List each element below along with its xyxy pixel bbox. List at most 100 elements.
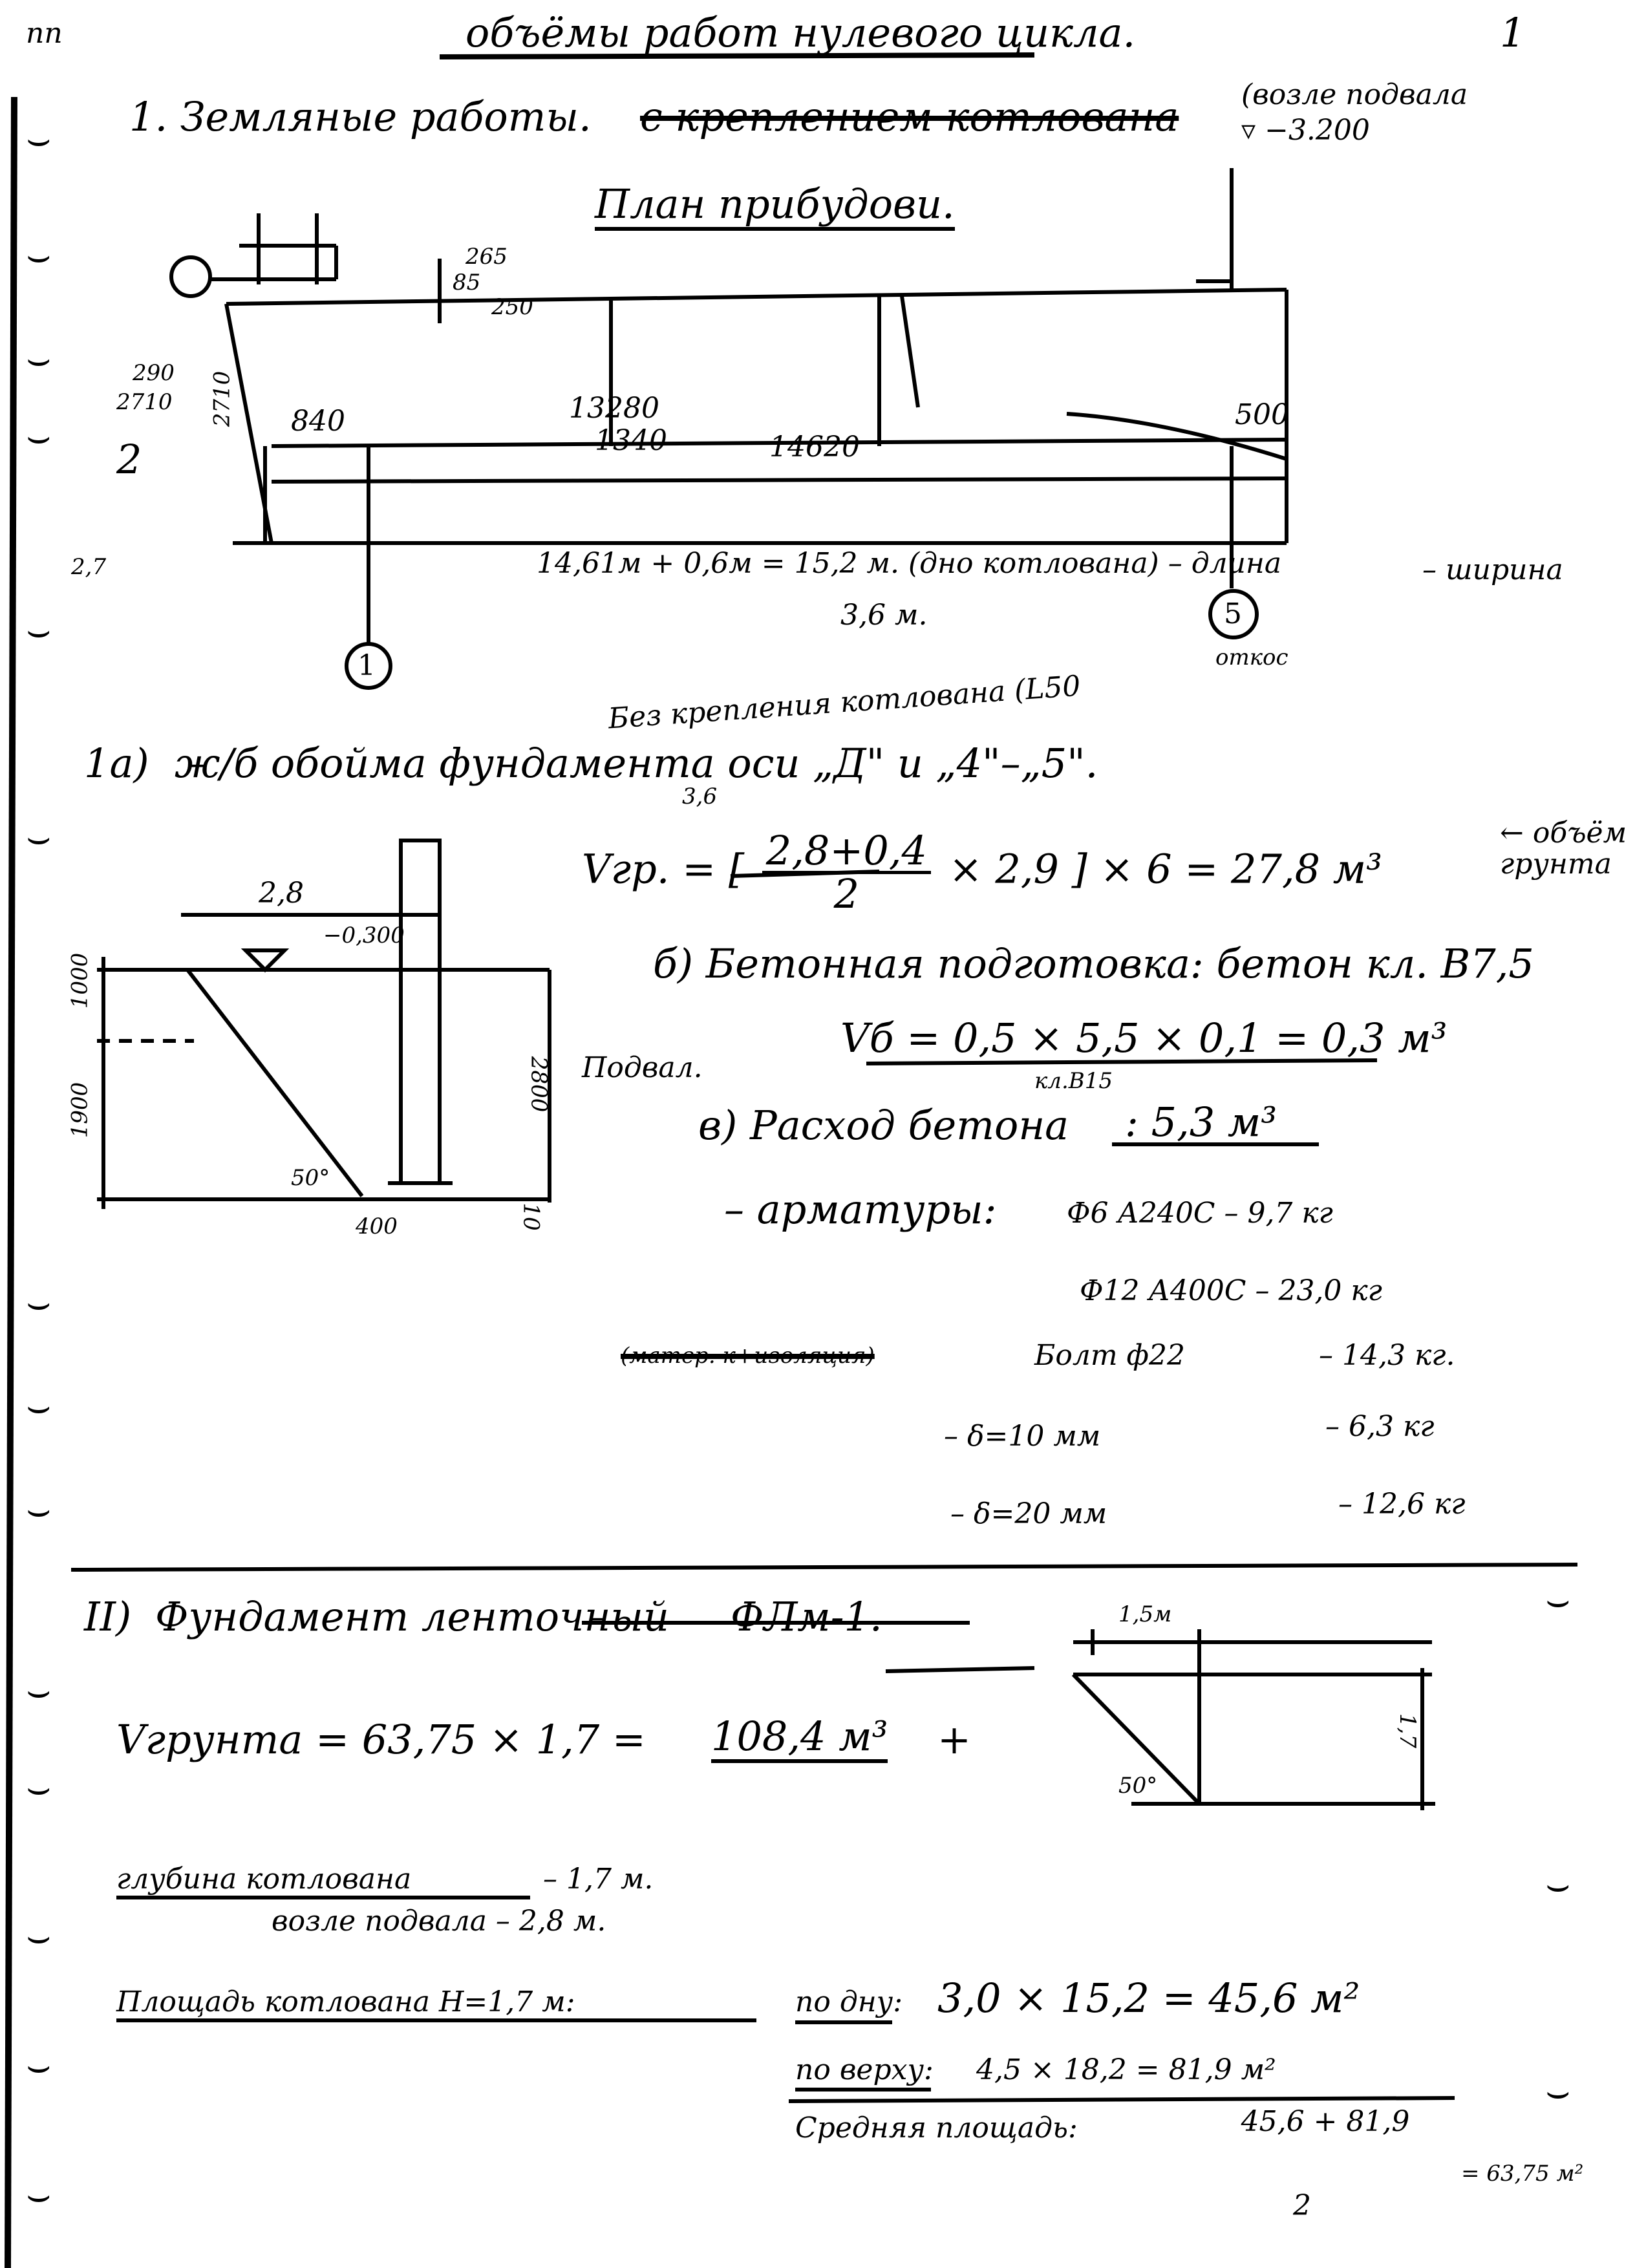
soil-volume-lhs: Vгрунта = 63,75 × 1,7 = <box>116 1716 646 1763</box>
depth-label: глубина котлована <box>116 1863 412 1896</box>
depth-value: – 1,7 м. <box>543 1863 654 1896</box>
concrete-volume: : 5,3 м³ <box>1125 1098 1277 1146</box>
dim-label: −0,300 <box>323 923 405 948</box>
bottom-calc: 3,0 × 15,2 = 45,6 м² <box>937 1974 1360 2022</box>
basement-label: Подвал. <box>582 1051 703 1084</box>
page-title: объёмы работ нулевого цикла. <box>465 9 1136 56</box>
avg-denominator: 2 <box>1293 2189 1311 2222</box>
top-label: по верху: <box>795 2053 934 2086</box>
dim-label: 2,7 <box>71 554 107 580</box>
elevation: ▿ −3.200 <box>1241 114 1370 147</box>
plate-20: – δ=20 мм <box>950 1497 1107 1530</box>
formula-lhs: Vгр. = <box>582 845 716 893</box>
avg-result: = 63,75 м² <box>1461 2161 1584 2187</box>
margin-mark: ⌣ <box>26 1384 52 1429</box>
margin-mark: ⌣ <box>26 1668 52 1713</box>
margin-mark: ⌣ <box>26 233 52 278</box>
margin-mark: ⌣ <box>26 608 52 653</box>
dim-label: 2,8 <box>259 877 304 910</box>
width-label: – ширина <box>1422 553 1563 586</box>
plate-10: – δ=10 мм <box>944 1420 1101 1453</box>
dim-label: 290 <box>133 360 175 386</box>
margin-mark: ⌣ <box>26 1765 52 1810</box>
soil-volume-result: 108,4 м³ <box>711 1717 888 1763</box>
plan-title: План прибудови. <box>595 184 955 231</box>
struck-text: с креплением котлована <box>640 93 1179 140</box>
foundation-diagram <box>1071 1629 1435 1810</box>
dim-label: 13280 <box>569 392 659 425</box>
area-label: Площадь котлована H=1,7 м: <box>116 1985 575 2018</box>
diagram-angle: 50° <box>1118 1773 1158 1799</box>
section1-heading: 1. Земляные работы. <box>129 93 592 140</box>
section1c-heading: в) Расход бетона <box>698 1102 1069 1149</box>
dim-label: 14620 <box>769 431 860 464</box>
concrete-class: кл.В15 <box>1034 1068 1113 1094</box>
dim-label: 840 <box>291 405 345 438</box>
diagram-height: 1,7 <box>1395 1713 1421 1749</box>
angle-label: 50° <box>291 1165 330 1191</box>
rebar-1: Ф6 А240С – 9,7 кг <box>1067 1197 1333 1230</box>
bottom-label: по дну: <box>795 1985 903 2018</box>
margin-mark: ⌣ <box>26 2043 52 2088</box>
rebar-2: Ф12 А400С – 23,0 кг <box>1080 1274 1382 1307</box>
bolt-label: Болт ф22 <box>1034 1339 1185 1372</box>
dim-label: 265 <box>465 244 508 270</box>
foundation-code: ФЛм-1. <box>731 1593 882 1640</box>
dim-label: 2710 <box>209 370 235 427</box>
formula-rest: × 2,9 ] × 6 = <box>948 845 1219 893</box>
dim-label: 2710 <box>116 389 173 415</box>
plan-diagram <box>169 168 1288 690</box>
bolt-mass: – 14,3 кг. <box>1319 1339 1455 1372</box>
section2-heading: Фундамент ленточный <box>155 1593 669 1640</box>
dim-label: 1000 <box>67 952 93 1009</box>
slope-note: откос <box>1215 645 1288 670</box>
dim-label: 2800 <box>526 1056 552 1113</box>
depth-basement: возле подвала – 2,8 м. <box>272 1905 606 1938</box>
margin-line <box>5 96 17 2268</box>
corner-note: пп <box>26 17 63 50</box>
margin-mark: ⌣ <box>1545 1578 1571 1623</box>
top-calc: 4,5 × 18,2 = 81,9 м² <box>976 2053 1276 2086</box>
axis-label-5: 5 <box>1224 597 1242 630</box>
dim-label: 85 <box>453 270 481 295</box>
margin-mark: ⌣ <box>26 2172 52 2218</box>
soil-volume-plus: + <box>937 1716 971 1763</box>
avg-numerator: 45,6 + 81,9 <box>1241 2105 1410 2138</box>
section1a-heading: ж/б обойма фундамента оси „Д" и „4"–„5". <box>175 740 1098 787</box>
margin-mark: ⌣ <box>26 116 52 162</box>
length-calc: 14,61м + 0,6м = 15,2 м. (дно котлована) … <box>537 547 1282 580</box>
margin-mark: ⌣ <box>26 1280 52 1325</box>
concrete-prep-formula: Vб = 0,5 × 5,5 × 0,1 = 0,3 м³ <box>840 1014 1448 1062</box>
struck-note: (матер. к+изоляция) <box>621 1343 875 1369</box>
title-underline <box>439 52 1035 59</box>
plate-20-mass: – 12,6 кг <box>1338 1488 1466 1521</box>
margin-mark: ⌣ <box>26 1487 52 1532</box>
dim-label: 1900 <box>67 1082 93 1139</box>
dim-label: 250 <box>491 294 533 320</box>
section1a-number: 1а) <box>84 740 149 787</box>
margin-mark: ⌣ <box>1545 2069 1571 2114</box>
dim-label: 2 <box>116 436 142 483</box>
avg-label: Средняя площадь: <box>795 2112 1078 2145</box>
axis-label-1: 1 <box>358 649 376 682</box>
rebar-label: – арматуры: <box>724 1186 997 1233</box>
diagram-width: 1,5м <box>1118 1601 1172 1627</box>
formula-note: 3,6 <box>682 784 718 809</box>
margin-mark: ⌣ <box>1545 1862 1571 1907</box>
section1b-heading: б) Бетонная подготовка: бетон кл. В7,5 <box>653 940 1534 987</box>
formula-note: ← объём грунта <box>1500 817 1627 881</box>
dim-label: 500 <box>1235 398 1289 431</box>
formula-result: 27,8 м³ <box>1231 845 1383 893</box>
section2-number: II) <box>84 1593 132 1640</box>
dim-label: 10 <box>518 1203 544 1231</box>
denominator: 2 <box>833 870 860 917</box>
page-number: 1 <box>1500 9 1526 56</box>
width-value: 3,6 м. <box>840 599 928 632</box>
plate-10-mass: – 6,3 кг <box>1325 1410 1435 1443</box>
section-divider <box>70 1563 1578 1572</box>
section-diagram <box>97 839 551 1209</box>
basement-note: (возле подвала <box>1241 78 1468 111</box>
margin-mark: ⌣ <box>26 336 52 381</box>
